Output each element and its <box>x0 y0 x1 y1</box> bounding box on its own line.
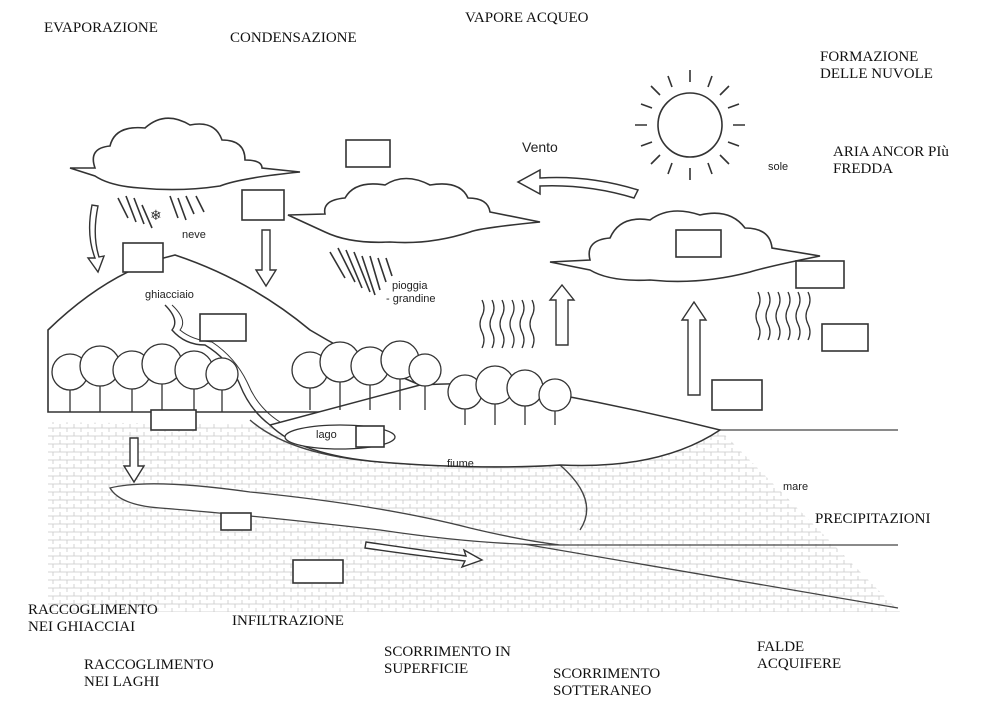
forest-center <box>291 340 442 410</box>
term-scorrimento-superficie[interactable]: SCORRIMENTO IN SUPERFICIE <box>384 644 511 677</box>
sun-icon <box>635 70 745 180</box>
term-raccoglimento-laghi[interactable]: RACCOGLIMENTO NEI LAGHI <box>84 657 214 690</box>
label-lago: lago <box>316 429 337 441</box>
rain-fall <box>329 247 393 296</box>
term-formazione-nuvole[interactable]: FORMAZIONE DELLE NUVOLE <box>820 49 933 82</box>
drop-box[interactable] <box>675 229 722 258</box>
drop-box[interactable] <box>821 323 869 352</box>
term-falde-acquifere[interactable]: FALDE ACQUIFERE <box>757 639 842 672</box>
term-condensazione[interactable]: CONDENSAZIONE <box>230 30 357 46</box>
vapor-lines-left <box>479 299 535 349</box>
label-grandine: - grandine <box>386 293 436 305</box>
drop-box[interactable] <box>150 409 197 431</box>
infiltration-arrow <box>122 437 146 484</box>
up-arrow-large <box>680 300 708 396</box>
down-arrow-middle <box>254 229 278 288</box>
label-ghiacciaio: ghiacciaio <box>145 289 194 301</box>
label-fiume: fiume <box>447 458 474 470</box>
drop-box[interactable] <box>199 313 247 342</box>
forest-left <box>51 343 239 412</box>
drop-box[interactable] <box>345 139 391 168</box>
term-aria-fredda[interactable]: ARIA ANCOR PIù FREDDA <box>833 144 949 177</box>
drop-box[interactable] <box>795 260 845 289</box>
forest-right <box>447 365 572 425</box>
term-scorrimento-sotterraneo[interactable]: SCORRIMENTO SOTTERANEO <box>553 666 661 699</box>
label-pioggia: pioggia <box>392 280 428 292</box>
drop-box[interactable] <box>355 425 385 448</box>
vapor-lines-right <box>755 291 811 341</box>
term-vapore-acqueo[interactable]: VAPORE ACQUEO <box>465 10 589 26</box>
cloud-snow <box>69 117 301 191</box>
drop-box[interactable] <box>241 189 285 221</box>
drop-box[interactable] <box>292 559 344 584</box>
snow-fall <box>117 195 205 229</box>
drop-box[interactable] <box>711 379 763 411</box>
drop-box[interactable] <box>122 242 164 273</box>
aquifer-layer <box>108 483 561 546</box>
term-precipitazioni[interactable]: PRECIPITAZIONI <box>815 511 931 527</box>
label-vento: Vento <box>522 139 558 155</box>
wind-arrow <box>516 168 640 199</box>
drop-targets <box>122 139 869 584</box>
term-infiltrazione[interactable]: INFILTRAZIONE <box>232 613 344 629</box>
down-arrow-left <box>86 204 106 274</box>
term-raccoglimento-ghiacciai[interactable]: RACCOGLIMENTO NEI GHIACCIAI <box>28 602 158 635</box>
up-arrow-small <box>548 283 576 346</box>
groundwater-arrow <box>364 541 484 569</box>
river <box>164 304 271 426</box>
drop-box[interactable] <box>220 512 252 531</box>
label-neve: neve <box>182 229 206 241</box>
snowflake-icon: ❄ <box>150 208 162 224</box>
seabed-line <box>499 539 899 609</box>
label-mare: mare <box>783 481 808 493</box>
ground-layer <box>48 422 900 612</box>
label-sole: sole <box>768 161 788 173</box>
term-evaporazione[interactable]: EVAPORAZIONE <box>44 20 158 36</box>
cloud-rain <box>287 177 541 244</box>
